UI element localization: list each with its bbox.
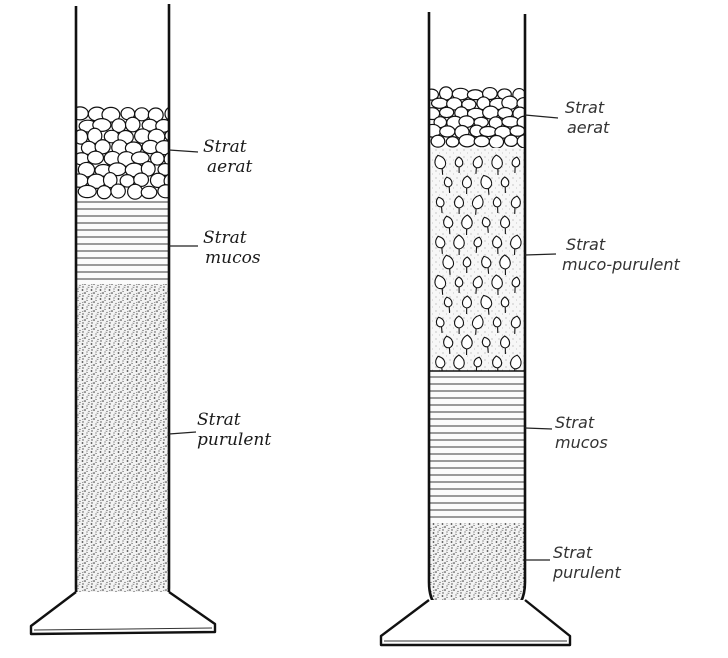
air-bubble [96, 185, 112, 200]
leader-lines [168, 114, 559, 561]
air-bubble [126, 183, 144, 200]
pus-drop [453, 315, 465, 335]
pus-drop [454, 276, 464, 294]
air-bubble [439, 125, 456, 138]
air-bubble [77, 184, 97, 199]
air-bubble [488, 134, 505, 149]
pus-drop [510, 234, 522, 255]
air-bubble [140, 185, 158, 200]
pus-drop [481, 216, 491, 233]
air-bubble [516, 134, 525, 149]
pus-drop [500, 215, 511, 235]
pus-drop [473, 236, 483, 253]
pus-drop [461, 295, 472, 315]
air-bubble [430, 134, 446, 148]
muco-purulent-layer-right [429, 148, 525, 371]
pus-drop [443, 296, 453, 313]
pus-drop [443, 335, 454, 354]
muco-purulent-drops-right [434, 154, 522, 376]
pus-drop [472, 275, 483, 294]
leader-mucos-right [524, 427, 553, 430]
pus-drop [491, 274, 503, 295]
pus-drop [511, 276, 521, 293]
purulent-layer-left [76, 284, 169, 612]
pus-drop [434, 274, 447, 295]
air-bubble [445, 136, 460, 148]
label-aerat-right: Strat aerat [565, 98, 610, 137]
pus-drop [461, 334, 473, 356]
leader-muco-purulent-right [524, 253, 557, 256]
aerated-layer-right [429, 86, 525, 149]
leader-aerat-right [524, 114, 559, 119]
pus-drop [480, 294, 493, 315]
air-bubble [101, 106, 121, 123]
pus-drop [442, 254, 455, 275]
aerated-layer-left [76, 105, 169, 200]
air-bubble [429, 88, 439, 101]
label-muco-purulent-right: Strat muco-purulent [562, 235, 680, 274]
air-bubble [140, 160, 156, 177]
label-mucos-right: Strat mucos [555, 413, 608, 452]
air-bubble [479, 125, 498, 138]
air-bubble [157, 184, 169, 199]
pus-drop [510, 195, 521, 214]
leader-purulent-left [168, 431, 197, 435]
air-bubble [503, 134, 519, 148]
air-bubble [473, 135, 491, 148]
pus-drop [461, 175, 472, 195]
air-bubble [164, 128, 169, 143]
pus-drop [435, 316, 445, 333]
air-bubble [86, 150, 105, 165]
cylinder-right [379, 12, 572, 647]
air-bubble [124, 116, 141, 133]
air-bubble [76, 106, 89, 121]
pus-drop [500, 296, 510, 314]
label-purulent-left: Strat purulent [197, 410, 272, 450]
pus-drop [500, 335, 511, 355]
pus-drop [492, 235, 503, 254]
pus-drop [454, 156, 464, 174]
pus-drop [462, 256, 472, 274]
pus-drop [435, 196, 445, 213]
pus-drop [481, 255, 492, 274]
leader-aerat-left [168, 149, 199, 153]
pus-drop [443, 176, 453, 193]
pus-drop [435, 235, 446, 254]
air-bubble [516, 115, 525, 130]
pus-drop [471, 194, 484, 215]
pus-drop [453, 195, 465, 215]
pus-drop [443, 215, 454, 234]
pus-drop [500, 176, 510, 194]
air-bubble [133, 172, 150, 187]
pus-drop [492, 196, 502, 214]
label-mucos-left: Strat mucos [203, 228, 261, 268]
air-bubble [461, 98, 477, 111]
cylinder-left [29, 4, 217, 636]
pus-drop [492, 316, 502, 334]
pus-drop [491, 154, 503, 175]
air-bubble [102, 171, 118, 189]
pus-drop [471, 314, 484, 335]
pus-drop [472, 155, 483, 174]
pus-drop [480, 174, 493, 195]
mucous-layer-left [76, 200, 169, 284]
air-bubble [110, 183, 126, 199]
label-purulent-right: Strat purulent [553, 543, 621, 582]
pus-drop [453, 234, 465, 256]
air-bubble [458, 133, 476, 148]
pus-drop [481, 336, 491, 353]
mucous-layer-right [429, 371, 525, 523]
air-bubble [130, 151, 150, 165]
air-bubble [164, 105, 169, 122]
pus-drop [461, 214, 473, 236]
pus-drop [510, 315, 521, 334]
air-bubble [439, 106, 455, 119]
pus-drop [499, 254, 511, 276]
pus-drop [511, 156, 521, 173]
pus-drop [434, 154, 447, 175]
label-aerat-left: Strat aerat [203, 137, 253, 177]
